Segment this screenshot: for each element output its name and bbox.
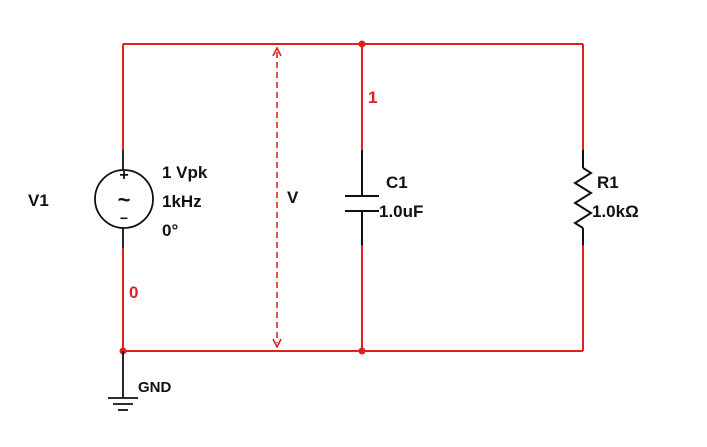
capacitor-icon	[345, 150, 379, 245]
source-name-label: V1	[28, 191, 49, 210]
source-phase-label: 0°	[162, 221, 178, 240]
source-wave-glyph: ~	[118, 187, 131, 212]
capacitor-name-label: C1	[386, 173, 408, 192]
source-frequency-label: 1kHz	[162, 192, 202, 211]
resistor[interactable]	[573, 150, 593, 245]
junction-dot-bottom-cap	[358, 347, 366, 355]
ground-symbol[interactable]	[108, 351, 138, 411]
resistor-name-label: R1	[597, 173, 619, 192]
wires	[122, 43, 584, 352]
resistor-icon	[573, 150, 593, 245]
ac-voltage-source-icon	[94, 150, 154, 248]
source-minus-sign: −	[120, 210, 128, 226]
node-label-top: 1	[368, 88, 377, 107]
junctions	[119, 40, 366, 355]
node-label-bottom: 0	[129, 283, 138, 302]
ac-voltage-source[interactable]: + ~ −	[94, 150, 154, 248]
voltage-probe-label: V	[287, 188, 299, 207]
junction-dot-top	[358, 40, 366, 48]
ground-icon	[108, 351, 138, 411]
voltage-probe[interactable]: V	[277, 52, 299, 343]
source-plus-sign: +	[119, 167, 128, 184]
resistor-value-label: 1.0kΩ	[592, 202, 639, 221]
source-amplitude-label: 1 Vpk	[162, 163, 208, 182]
capacitor[interactable]	[345, 150, 379, 245]
ground-label: GND	[138, 379, 172, 396]
capacitor-value-label: 1.0uF	[379, 202, 423, 221]
